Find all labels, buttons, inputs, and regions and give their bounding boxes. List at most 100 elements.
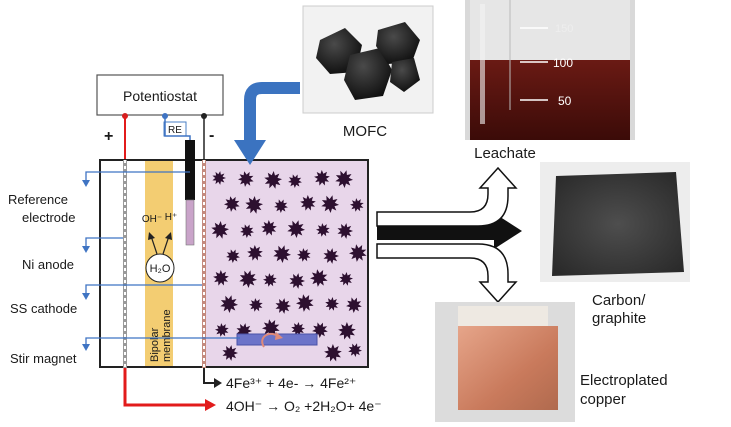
output-arrows: [376, 166, 522, 304]
minus-sign: -: [209, 127, 214, 144]
h-ion: H⁺: [165, 212, 178, 223]
carbon-output: Carbon/ graphite: [540, 162, 690, 327]
anode-reaction-arrow: [123, 368, 208, 407]
carbon-label-1: Carbon/: [592, 292, 646, 309]
feed-arrowhead: [234, 140, 266, 165]
mofc-feed: MOFC: [234, 5, 434, 165]
water-circle: [145, 253, 175, 283]
stir-rotation-arrow: [261, 332, 279, 348]
copper-arrow: [376, 243, 518, 304]
mofc-lump-4: [390, 58, 420, 92]
re-label: RE: [168, 125, 182, 136]
mofc-particle: [239, 270, 257, 288]
mofc-particle: [262, 319, 280, 337]
mark-100: 100: [553, 56, 573, 70]
h-arrowhead: [165, 232, 172, 240]
stir-magnet-label: Stir magnet: [10, 351, 77, 366]
ni-anode-label: Ni anode: [22, 257, 74, 272]
membrane-line-1: Bipolar: [149, 327, 161, 362]
mofc-particle: [346, 297, 362, 313]
ni-leader-head: [82, 246, 90, 253]
mofc-particle: [310, 269, 328, 287]
oh-arrow: [150, 235, 158, 255]
plus-sign: +: [104, 128, 113, 145]
mofc-particle: [240, 224, 254, 238]
reference-leader: [85, 171, 190, 182]
left-labels: Reference electrode Ni anode SS cathode …: [8, 171, 240, 366]
mofc-particle: [212, 171, 226, 185]
mofc-particle: [335, 170, 353, 188]
potentiostat: Potentiostat + - RE: [96, 74, 224, 160]
mofc-particle: [264, 171, 282, 189]
mofc-particle: [288, 174, 302, 188]
ss-cathode-label: SS cathode: [10, 301, 77, 316]
anode-reaction: 4OH⁻ → O₂ +2H₂O+ 4e⁻: [226, 398, 382, 414]
oh-ion: OH⁻: [142, 214, 162, 225]
mofc-particle: [245, 196, 263, 214]
mofc-particle: [339, 272, 353, 286]
ss-leader-head: [82, 293, 90, 300]
membrane-label: Bipolar membrane: [149, 309, 173, 362]
electrochemical-cell: Bipolar membrane H₂O OH⁻ H⁺: [99, 140, 369, 368]
mofc-particle: [238, 171, 254, 187]
potentiostat-box: [96, 74, 224, 116]
ss-leader: [85, 284, 202, 295]
mofc-particle: [321, 195, 339, 213]
oh-arrowhead: [148, 232, 155, 240]
mofc-particle: [263, 273, 277, 287]
copper-label-2: copper: [580, 391, 626, 408]
mofc-particle: [211, 221, 229, 239]
mofc-particle: [325, 297, 339, 311]
mofc-particles: [211, 170, 367, 362]
copper-foil: [458, 326, 558, 410]
reference-leader-head: [82, 180, 90, 187]
stir-leader-head: [82, 344, 90, 351]
mofc-particle: [300, 195, 316, 211]
reference-electrode-tip: [185, 199, 195, 246]
beaker-highlight: [480, 4, 485, 124]
cathode-reaction-head: [214, 378, 222, 388]
copper-output: Electroplated copper: [435, 302, 672, 422]
cathode-reaction-arrow: [203, 368, 216, 384]
mofc-particle: [297, 248, 311, 262]
copper-label: Electroplated copper: [580, 372, 672, 408]
mofc-lump-2: [344, 48, 392, 100]
beaker-liquid: [470, 60, 630, 140]
mofc-particle: [323, 248, 339, 264]
mofc-particle: [247, 245, 263, 261]
stir-leader: [85, 337, 240, 346]
carbon-label: Carbon/ graphite: [592, 292, 650, 327]
mofc-particle: [261, 220, 277, 236]
pink-chamber: [205, 161, 367, 366]
mofc-particle: [289, 273, 305, 289]
reference-label-1: Reference: [8, 192, 68, 207]
reference-electrode-top: [185, 140, 195, 200]
leachate-arrow: [376, 166, 518, 227]
cathode-reaction: 4Fe³⁺ + 4e- → 4Fe²⁺: [226, 375, 356, 391]
mofc-particle: [275, 298, 291, 314]
copper-foil-top: [458, 306, 548, 328]
mark-150: 150: [555, 23, 573, 35]
mofc-particle: [222, 345, 238, 361]
mofc-particle: [274, 199, 288, 213]
mofc-particle: [296, 294, 314, 312]
ni-leader: [85, 237, 123, 248]
mofc-lump-3: [376, 22, 420, 64]
leachate-label: Leachate: [474, 145, 536, 162]
reference-label: Reference electrode: [8, 192, 75, 225]
mofc-particle: [314, 170, 330, 186]
feed-arrow: [244, 82, 300, 142]
mofc-particle: [350, 198, 364, 212]
mofc-particle: [338, 322, 356, 340]
mofc-particle: [226, 249, 240, 263]
copper-label-1: Electroplated: [580, 372, 668, 389]
mofc-particle: [215, 323, 229, 337]
reference-label-2: electrode: [22, 210, 75, 225]
mofc-particle: [337, 223, 353, 239]
mofc-particle: [224, 196, 240, 212]
mofc-particle: [324, 344, 342, 362]
mofc-particle: [348, 343, 362, 357]
mofc-particle: [213, 270, 229, 286]
mofc-particle: [287, 220, 305, 238]
leachate-output: 150 100 50 Leachate: [465, 0, 635, 162]
